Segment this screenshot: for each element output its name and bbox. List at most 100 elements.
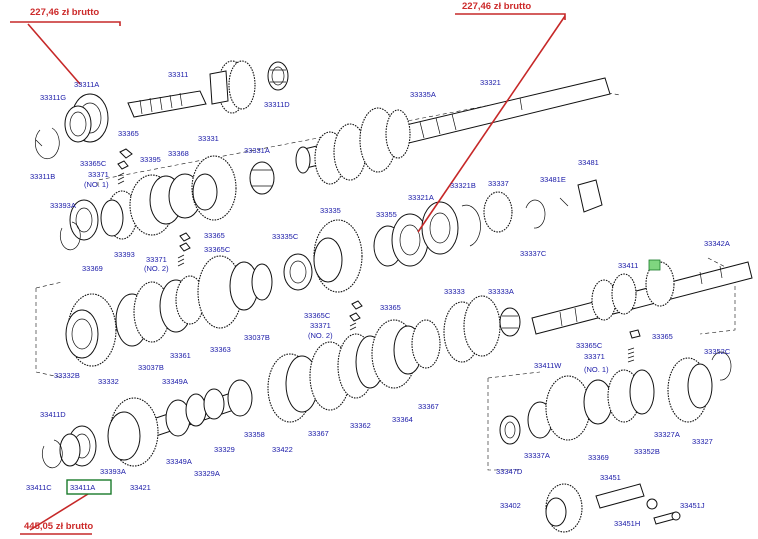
label-33311D: 33311D (264, 100, 290, 109)
gear-33333-group (443, 295, 521, 363)
bearing-33411A (41, 425, 97, 469)
part-labels: 33311A 33311 33311G 33311B 33311D 33365 … (26, 70, 731, 528)
label-33365C-c: 33365C (304, 311, 331, 320)
label-33369-b: 33369 (588, 453, 609, 462)
label-33311B: 33311B (30, 172, 55, 181)
gear-cluster-lower (107, 319, 441, 467)
label-33358: 33358 (244, 430, 265, 439)
label-33335: 33335 (320, 206, 341, 215)
label-33395: 33395 (140, 155, 161, 164)
label-33349A-b: 33349A (166, 457, 192, 466)
label-33347D: 33347D (496, 467, 523, 476)
label-33365C-a: 33365C (80, 159, 107, 168)
price-leaders (10, 13, 566, 535)
label-33332B: 33332B (54, 371, 80, 380)
price-bottom-left: 445,05 zł brutto (24, 521, 93, 532)
label-33352B: 33352B (634, 447, 660, 456)
label-33411W: 33411W (534, 361, 562, 370)
shaft-33321 (295, 77, 611, 185)
label-33337: 33337 (488, 179, 509, 188)
label-33371-c: 33371 (310, 321, 331, 330)
label-33355: 33355 (376, 210, 397, 219)
label-33329: 33329 (214, 445, 235, 454)
label-33321B: 33321B (450, 181, 476, 190)
highlight-box-33411A (66, 479, 112, 495)
label-33362: 33362 (350, 421, 371, 430)
label-33365-c: 33365 (380, 303, 401, 312)
label-33337C: 33337C (520, 249, 547, 258)
label-33364: 33364 (392, 415, 413, 424)
label-33311G: 33311G (40, 93, 66, 102)
label-33321A: 33321A (408, 193, 434, 202)
label-33371-d: 33371 (584, 352, 605, 361)
label-33422: 33422 (272, 445, 293, 454)
label-33363: 33363 (210, 345, 231, 354)
snap-ring-33311B (34, 127, 60, 160)
label-33451H: 33451H (614, 519, 640, 528)
label-33333: 33333 (444, 287, 465, 296)
label-no2-b: (NO. 2) (308, 331, 333, 340)
label-33331A: 33331A (244, 146, 270, 155)
label-33393A-a: 33393A (50, 201, 76, 210)
label-33352C: 33352C (704, 347, 731, 356)
label-33342A: 33342A (704, 239, 730, 248)
input-shaft-33311 (127, 60, 256, 118)
label-33037B-a: 33037B (244, 333, 270, 342)
label-33329A: 33329A (194, 469, 220, 478)
small-keys-middle (349, 300, 363, 331)
gear-33335-group (283, 179, 603, 293)
label-33368: 33368 (168, 149, 189, 158)
label-33481: 33481 (578, 158, 599, 167)
label-33335A: 33335A (410, 90, 436, 99)
label-33365C-d: 33365C (576, 341, 603, 350)
label-33335C: 33335C (272, 232, 299, 241)
label-33367-a: 33367 (308, 429, 329, 438)
price-top-left: 227,46 zł brutto (30, 7, 99, 18)
gear-cluster-middle (65, 255, 273, 367)
label-33365-d: 33365 (652, 332, 673, 341)
gear-33402-and-shaft-33451 (545, 483, 681, 533)
label-no1-a: (NO. 1) (84, 180, 109, 189)
label-33365-a: 33365 (118, 129, 139, 138)
gear-cluster-lower-right (499, 329, 732, 445)
label-33327A: 33327A (654, 430, 680, 439)
label-33393: 33393 (114, 250, 135, 259)
bearing-33311D (267, 61, 289, 91)
label-no1-b: (NO. 1) (584, 365, 609, 374)
label-no2-a: (NO. 2) (144, 264, 169, 273)
label-33411: 33411 (618, 261, 638, 270)
small-keys-top (117, 148, 191, 267)
label-33481E: 33481E (540, 175, 566, 184)
label-33451: 33451 (600, 473, 621, 482)
label-33365-b: 33365 (204, 231, 225, 240)
label-33421: 33421 (130, 483, 151, 492)
label-33327: 33327 (692, 437, 713, 446)
label-33371-a: 33371 (88, 170, 109, 179)
label-33311A: 33311A (74, 80, 99, 89)
label-33349A-a: 33349A (162, 377, 188, 386)
label-33451J: 33451J (680, 501, 705, 510)
label-33393A-b: 33393A (100, 467, 126, 476)
label-33333A: 33333A (488, 287, 514, 296)
synchro-cluster-top (59, 155, 275, 251)
label-33369-a: 33369 (82, 264, 103, 273)
label-33311: 33311 (168, 70, 188, 79)
label-33371-b: 33371 (146, 255, 167, 264)
label-33411A: 33411A (70, 483, 95, 492)
price-top-right: 227,46 zł brutto (462, 1, 531, 12)
label-33365C-b: 33365C (204, 245, 231, 254)
bearing-33311A (64, 93, 109, 143)
label-33402: 33402 (500, 501, 521, 510)
label-33331: 33331 (198, 134, 219, 143)
label-33411C: 33411C (26, 483, 52, 492)
main-shaft-33411 (531, 259, 753, 335)
label-33337A: 33337A (524, 451, 550, 460)
label-33321: 33321 (480, 78, 501, 87)
group-brackets (35, 87, 736, 471)
label-33411D: 33411D (40, 410, 66, 419)
label-33037B-b: 33037B (138, 363, 164, 372)
label-33332: 33332 (98, 377, 119, 386)
label-33361: 33361 (170, 351, 191, 360)
